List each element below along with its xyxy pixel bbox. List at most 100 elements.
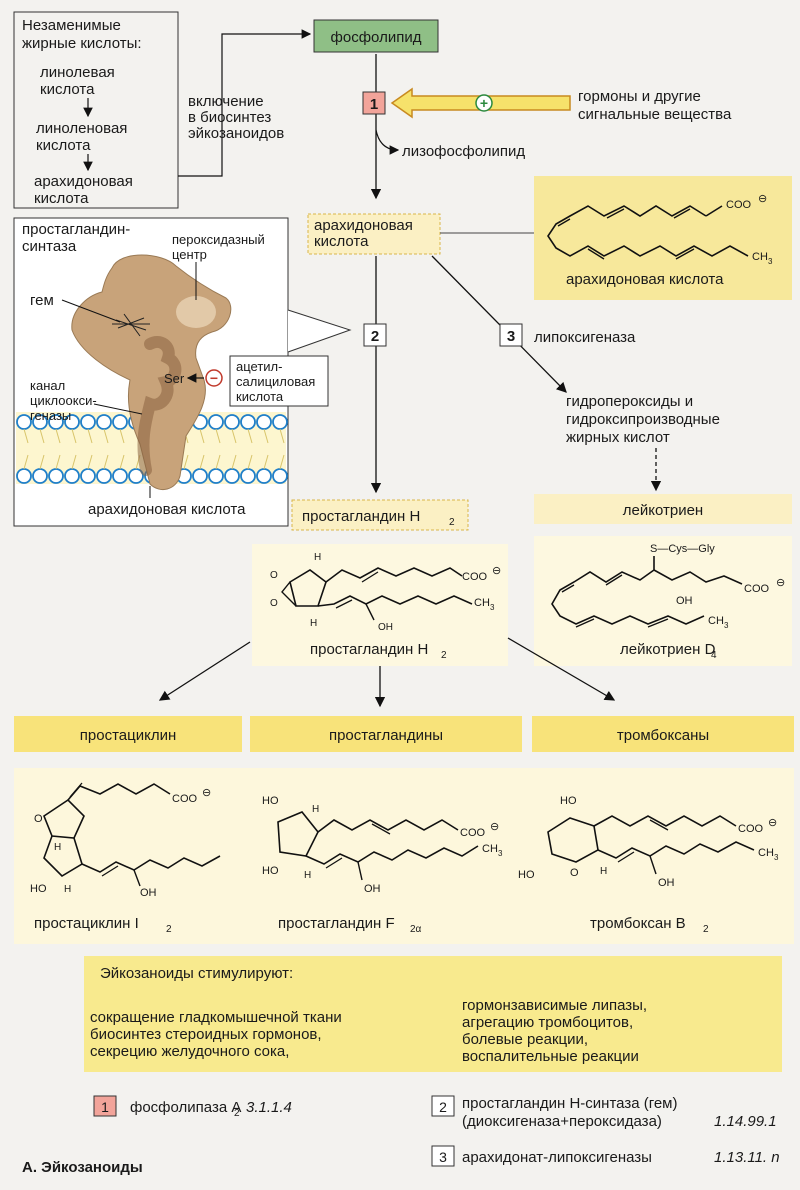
lipid-head	[112, 468, 128, 484]
stimulate-right-1: гормонзависимые липазы,	[462, 997, 647, 1014]
pgh2-h1: H	[314, 552, 321, 563]
lipid-head	[208, 468, 224, 484]
lipid-tail	[87, 454, 93, 470]
lipid-tail	[279, 428, 285, 444]
prostacyclin-i2-label: простациклин I	[34, 915, 139, 932]
stimulate-right-2: агрегацию тромбоцитов,	[462, 1014, 633, 1031]
arachidonic-chain	[547, 205, 749, 257]
stimulate-title: Эйкозаноиды стимулируют:	[100, 965, 293, 982]
prostaglandins-band	[250, 716, 522, 752]
pgf-ho2: HO	[262, 865, 279, 877]
step-2-label: 2	[371, 328, 379, 345]
thromboxane-b2-label: тромбоксан B	[590, 915, 686, 932]
lipid-tail	[199, 454, 205, 470]
thromboxane-b2-structure: HO HO O COO ⊖ OH H CH 3 тромбоксан B 2	[518, 795, 779, 935]
asa-label-2: салициловая	[236, 374, 315, 389]
stimulate-right-4: воспалительные реакции	[462, 1048, 639, 1065]
lipid-tail	[263, 428, 269, 444]
lipid-tail	[103, 428, 109, 444]
minus-icon	[205, 369, 223, 387]
txb-coo: COO	[738, 823, 764, 835]
legend-3-name: арахидонат-липоксигеназы	[462, 1149, 652, 1166]
legend-2-ec: 1.14.99.1	[714, 1113, 777, 1130]
pgs-label-2: синтаза	[22, 238, 77, 255]
lipid-head	[240, 468, 256, 484]
class-thromboxanes: тромбоксаны	[617, 727, 709, 744]
heme-label: гем	[30, 292, 54, 309]
plus-sign: +	[480, 95, 488, 111]
lipid-tail	[39, 428, 45, 444]
asa-label: ацетил-	[236, 359, 282, 374]
legend-1-box	[93, 1095, 117, 1117]
enzyme-panel: простагландин- синтаза пероксидазный цен…	[13, 217, 329, 527]
lysophospholipid-label: лизофосфолипид	[402, 143, 525, 160]
hormones-label: гормоны и другие	[578, 88, 701, 105]
hormones-label-2: сигнальные вещества	[578, 106, 732, 123]
leukotriene-d4-label: лейкотриен D	[620, 641, 716, 658]
txb-o: O	[570, 867, 579, 879]
phospholipid-box	[313, 19, 439, 53]
lipid-head	[112, 414, 128, 430]
leukotriene-box	[534, 494, 792, 524]
cys-gly-label: S—Cys—Gly	[650, 543, 715, 555]
leukotriene-ch3: CH	[708, 615, 724, 627]
panel-arachidonic-label: арахидоновая кислота	[88, 501, 246, 518]
arachidonic-structure-label: арахидоновая кислота	[566, 271, 724, 288]
arachidonic-ch3: CH	[752, 251, 768, 263]
legend-1-num: 1	[101, 1099, 109, 1115]
lipid-head	[80, 468, 96, 484]
txb-oh: OH	[658, 877, 675, 889]
arachidonic-essential-label-2: кислота	[34, 190, 89, 207]
leukotriene-ch3-sub: 3	[724, 621, 729, 630]
lipid-head	[208, 414, 224, 430]
step-1-label: 1	[370, 96, 378, 113]
pgi2-oh: OH	[140, 887, 157, 899]
linolenic-label: линоленовая	[36, 120, 127, 137]
arrow-to-thromboxanes	[507, 637, 616, 701]
txb-ho2: HO	[518, 869, 535, 881]
essential-fatty-acids-box: Незаменимые жирные кислоты: линолевая ки…	[13, 11, 179, 209]
channel-label: канал	[30, 378, 65, 393]
peroxidase-site	[176, 296, 216, 328]
txb-ch3-sub: 3	[774, 853, 779, 862]
asa-box	[229, 355, 329, 407]
pgh2-structure-sub: 2	[441, 650, 447, 661]
lipid-head	[48, 468, 64, 484]
lipid-head	[256, 414, 272, 430]
asa-label-3: кислота	[236, 389, 284, 404]
leukotriene-d4-sub: 4	[711, 650, 717, 661]
lipid-tail	[103, 454, 109, 470]
arachidonic-double-bonds	[557, 208, 695, 260]
leukotriene-label: лейкотриен	[623, 502, 703, 519]
legend-1-ec: 3.1.1.4	[246, 1099, 292, 1116]
legend-1-name: фосфолипаза A	[130, 1099, 241, 1116]
lipid-head	[272, 414, 288, 430]
inclusion-text-1: включение	[188, 93, 264, 110]
pgh2-o1: O	[270, 570, 278, 581]
lipid-tail	[247, 428, 253, 444]
leukotriene-coo: COO	[744, 583, 770, 595]
stimulate-box	[84, 956, 782, 1072]
minus-sign: −	[210, 370, 218, 386]
thromboxanes-band	[532, 716, 794, 752]
legend-1-sub: 2	[234, 1108, 240, 1119]
legend-2-line1: простагландин H-синтаза (гем)	[462, 1095, 678, 1112]
stimulate-right-3: болевые реакции,	[462, 1031, 588, 1048]
lipid-tail	[71, 428, 77, 444]
pgh2-coo: COO	[462, 571, 488, 583]
pgf-ch3: CH	[482, 843, 498, 855]
txb-charge: ⊖	[768, 817, 777, 829]
arachidonic-structure: COO ⊖ CH 3 арахидоновая кислота	[534, 176, 792, 300]
lipid-tail	[263, 454, 269, 470]
stimulate-left-2: биосинтез стероидных гормонов,	[90, 1026, 322, 1043]
lipid-tail	[23, 428, 29, 444]
lipoxygenase-label: липоксигеназа	[534, 329, 636, 346]
hydroperox-label-3: жирных кислот	[566, 429, 670, 446]
lipid-tail	[279, 454, 285, 470]
arachidonic-box-label-2: кислота	[314, 233, 369, 250]
lipid-head	[224, 414, 240, 430]
inclusion-text-2: в биосинтез	[188, 109, 271, 126]
pgh2-h2: H	[310, 618, 317, 629]
arrow-lysophospholipid	[375, 129, 400, 155]
step-3-label: 3	[507, 328, 515, 345]
